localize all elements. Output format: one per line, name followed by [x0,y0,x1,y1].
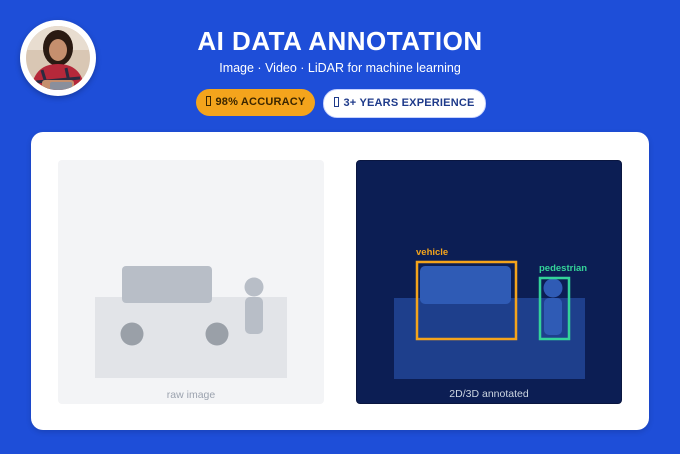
vehicle-body [420,266,511,304]
accuracy-badge-label: 98% ACCURACY [215,96,306,108]
vehicle-wheel [120,322,144,346]
experience-badge-label: 3+ YEARS EXPERIENCE [343,97,475,109]
page-subtitle: Image · Video · LiDAR for machine learni… [219,61,461,75]
annotated-scene-illustration [394,260,585,379]
page-title: AI DATA ANNOTATION [197,26,483,56]
pedestrian-head [244,277,264,297]
pedestrian-body [544,298,562,335]
raw-image-panel: raw image [58,160,324,404]
pedestrian-head [543,278,563,298]
vehicle-bounding-box [415,260,518,341]
missing-glyph-icon [334,97,340,107]
accuracy-badge: 98% ACCURACY [196,89,316,116]
pedestrian-box-label: pedestrian [539,263,588,274]
annotated-image-caption: 2D/3D annotated [449,388,529,400]
experience-badge: 3+ YEARS EXPERIENCE [323,89,486,118]
raw-scene-illustration [95,266,287,378]
profile-photo [26,26,90,90]
vehicle-body [122,266,212,303]
vehicle-box-label: vehicle [416,247,449,258]
pedestrian-body [245,297,263,334]
comparison-card: raw image vehicle pedestrian 2D/3D annot… [31,132,649,430]
avatar [20,20,96,96]
badge-row: 98% ACCURACY 3+ YEARS EXPERIENCE [0,89,680,118]
vehicle-wheel [205,322,229,346]
raw-image-caption: raw image [166,389,216,401]
annotated-image-panel: vehicle pedestrian 2D/3D annotated [356,160,622,404]
pedestrian-bounding-box [538,276,571,341]
missing-glyph-icon [206,96,212,106]
